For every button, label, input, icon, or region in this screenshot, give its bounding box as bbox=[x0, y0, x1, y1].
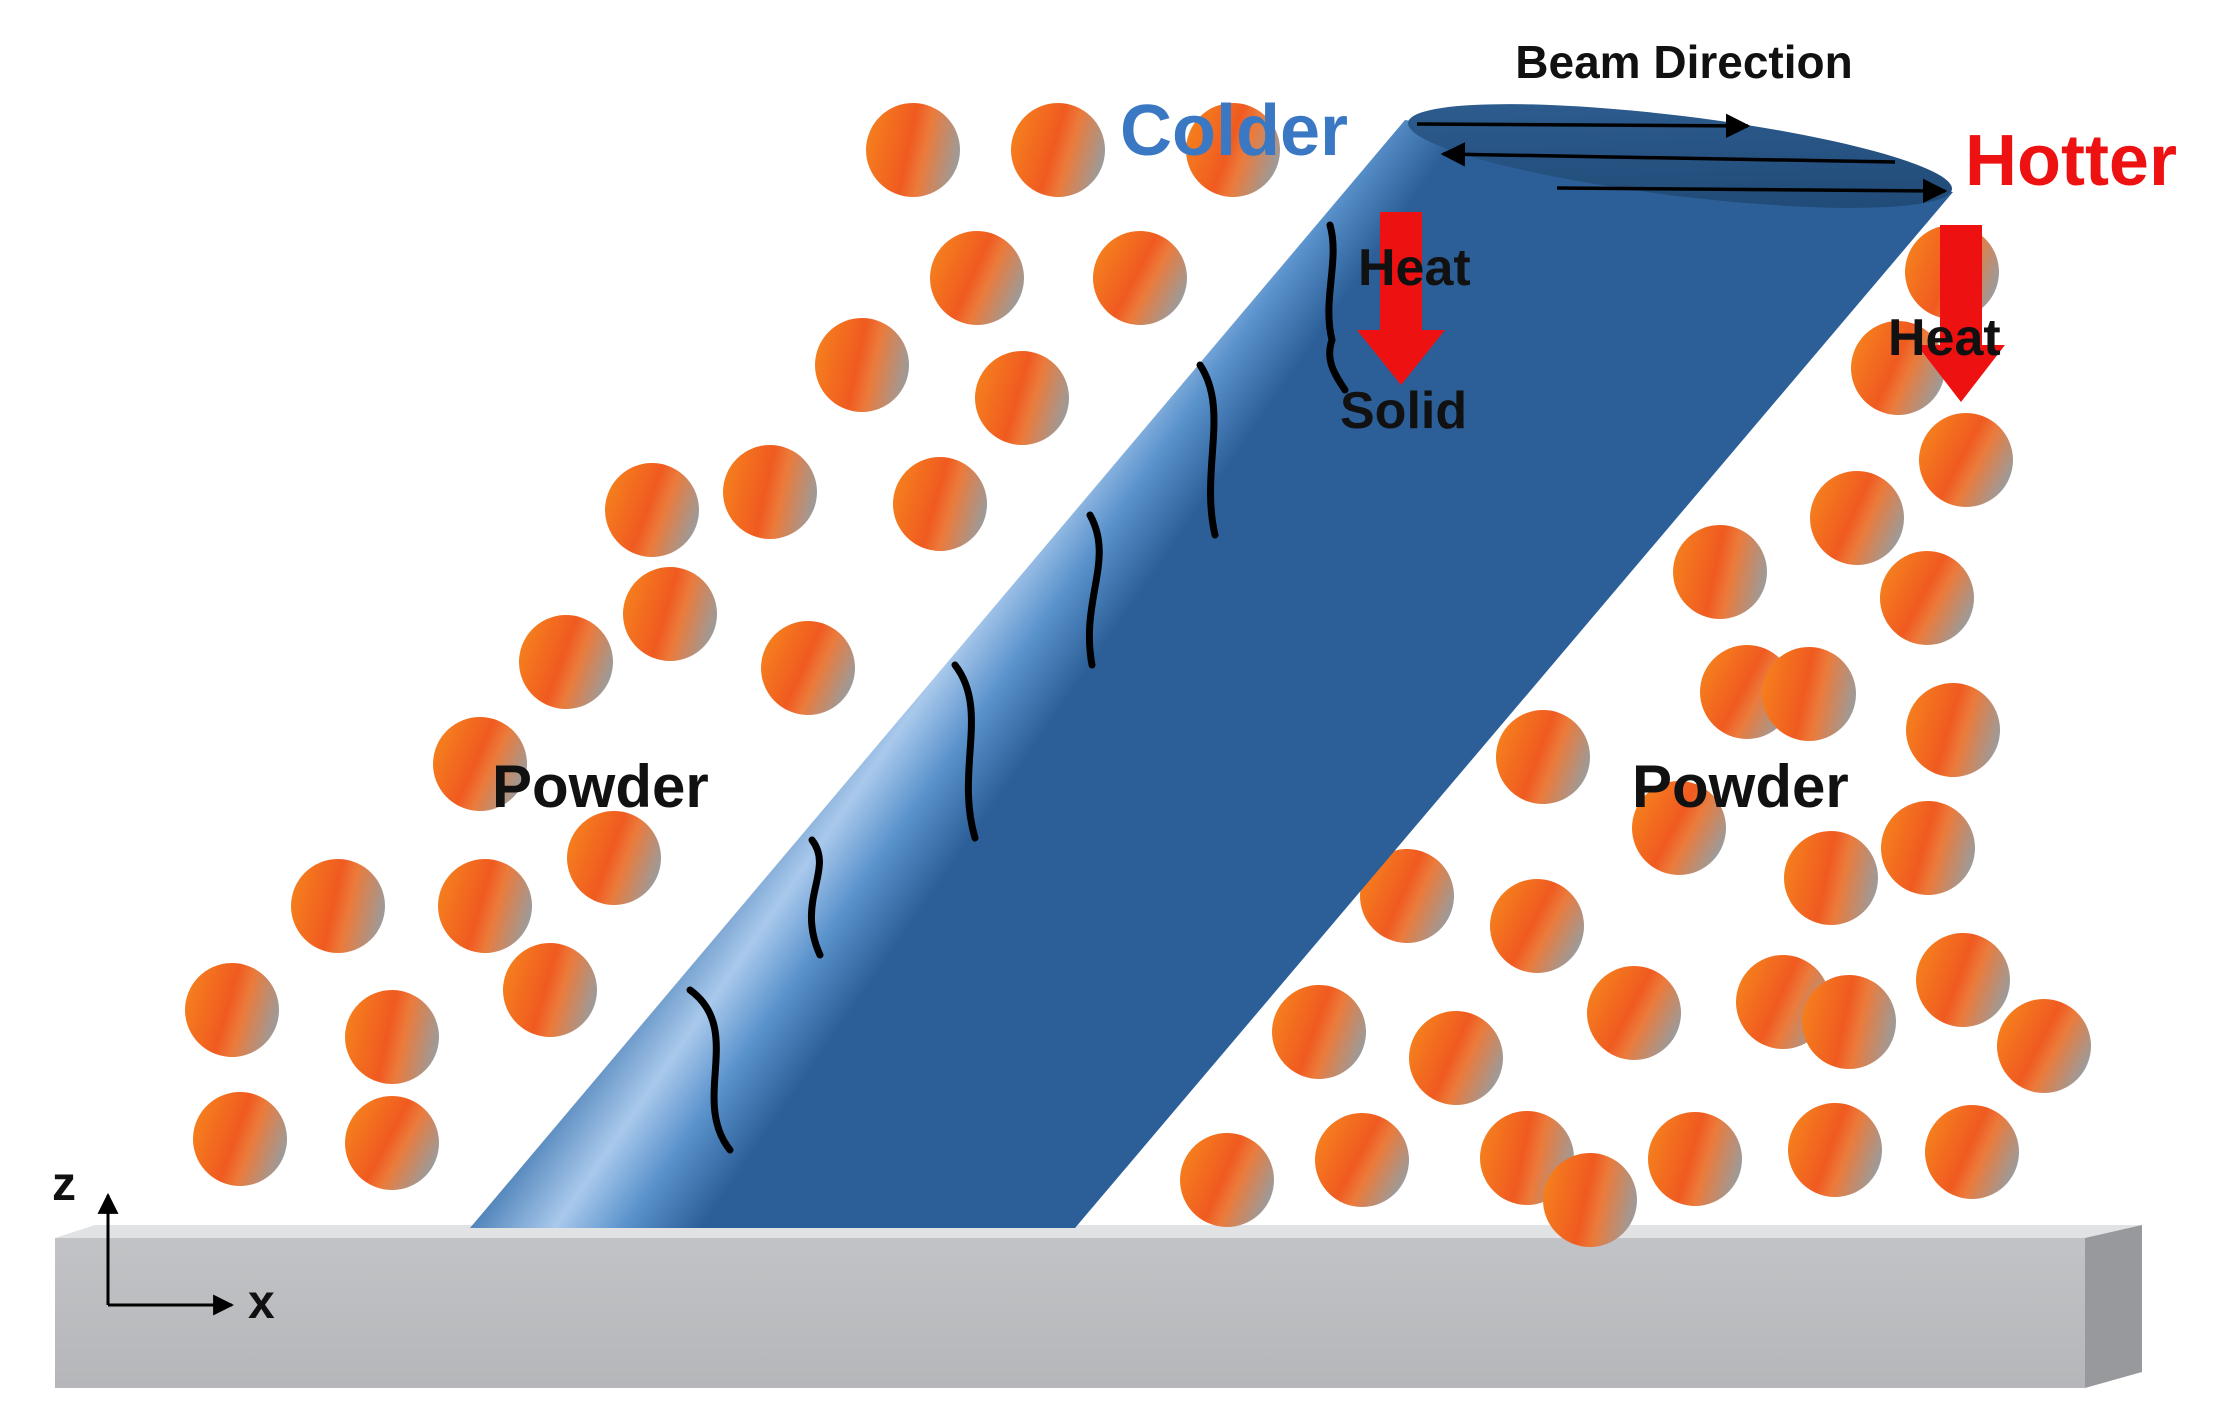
beam-direction-label: Beam Direction bbox=[1515, 36, 1852, 88]
powder-particle bbox=[345, 1096, 439, 1190]
substrate bbox=[55, 1225, 2142, 1388]
substrate-side bbox=[2085, 1225, 2142, 1388]
powder-particle bbox=[567, 811, 661, 905]
powder-particle bbox=[1409, 1011, 1503, 1105]
powder-particle bbox=[605, 463, 699, 557]
powder-particle bbox=[291, 859, 385, 953]
powder-particle bbox=[761, 621, 855, 715]
substrate-front bbox=[55, 1238, 2085, 1388]
powder-particle bbox=[1315, 1113, 1409, 1207]
powder-particle bbox=[1919, 413, 2013, 507]
powder-particle bbox=[1180, 1133, 1274, 1227]
powder-particle bbox=[1496, 710, 1590, 804]
powder-particle bbox=[1997, 999, 2091, 1093]
right-arrow-icon bbox=[1416, 113, 1751, 139]
powder-particle bbox=[930, 231, 1024, 325]
powder-particle bbox=[1916, 933, 2010, 1027]
powder-particle bbox=[519, 615, 613, 709]
powder-particle bbox=[1490, 879, 1584, 973]
powder-particle bbox=[815, 318, 909, 412]
powder-particle bbox=[893, 457, 987, 551]
powder-label-right: Powder bbox=[1632, 753, 1849, 820]
powder-particle bbox=[1784, 831, 1878, 925]
powder-particle bbox=[1093, 231, 1187, 325]
solidification-lines bbox=[686, 221, 1349, 1154]
z-axis-label: z bbox=[52, 1158, 76, 1211]
beam-arrows bbox=[1416, 113, 1948, 204]
powder-particle bbox=[1788, 1103, 1882, 1197]
powder-particle bbox=[1881, 801, 1975, 895]
strut-cap bbox=[1407, 104, 1953, 208]
powder-particle bbox=[193, 1092, 287, 1186]
strut-body bbox=[470, 120, 1953, 1228]
x-axis-label: x bbox=[248, 1276, 275, 1329]
left-arrow-icon bbox=[1440, 142, 1896, 167]
powder-particle bbox=[1906, 683, 2000, 777]
powder-label-left: Powder bbox=[492, 753, 709, 820]
powder-particle bbox=[1632, 781, 1726, 875]
powder-particle bbox=[1851, 321, 1945, 415]
powder-particle bbox=[345, 990, 439, 1084]
powder-particle bbox=[1802, 975, 1896, 1069]
hotter-label: Hotter bbox=[1965, 121, 2177, 201]
solid-label: Solid bbox=[1340, 382, 1467, 440]
colder-label: Colder bbox=[1120, 91, 1348, 171]
powder-particle bbox=[1543, 1153, 1637, 1247]
powder-particle bbox=[185, 963, 279, 1057]
right-arrow-icon bbox=[1556, 178, 1948, 204]
powder-particle bbox=[503, 943, 597, 1037]
powder-particle bbox=[1880, 551, 1974, 645]
powder-particle bbox=[1673, 525, 1767, 619]
powder-particle bbox=[1762, 647, 1856, 741]
powder-particle bbox=[438, 859, 532, 953]
heat-label-left: Heat bbox=[1358, 239, 1471, 297]
strut bbox=[470, 104, 1953, 1228]
powder-particle bbox=[1360, 849, 1454, 943]
powder-particle bbox=[1648, 1112, 1742, 1206]
powder-particle bbox=[1810, 471, 1904, 565]
powder-particle bbox=[1011, 103, 1105, 197]
powder-particle bbox=[723, 445, 817, 539]
powder-particle bbox=[623, 567, 717, 661]
powder-particle bbox=[975, 351, 1069, 445]
powder-particle bbox=[433, 717, 527, 811]
powder-particle bbox=[1925, 1105, 2019, 1199]
powder-particle bbox=[1587, 966, 1681, 1060]
powder-particle bbox=[1186, 103, 1280, 197]
heat-arrow-left-icon bbox=[1357, 212, 1445, 385]
heat-label-right: Heat bbox=[1888, 309, 2001, 367]
powder-particle bbox=[1272, 985, 1366, 1079]
heat-arrow-right-icon bbox=[1917, 225, 2005, 402]
coordinate-axes bbox=[97, 1192, 235, 1316]
powder-particle bbox=[866, 103, 960, 197]
